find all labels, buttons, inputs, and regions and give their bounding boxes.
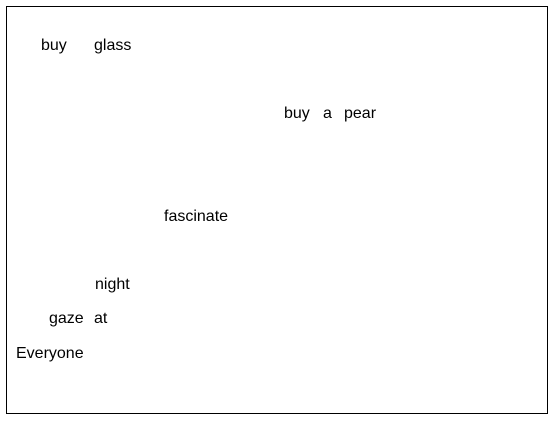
- word-gaze: gaze: [49, 310, 84, 327]
- word-at: at: [94, 310, 108, 327]
- word-everyone: Everyone: [16, 345, 84, 362]
- word-a: a: [323, 105, 332, 122]
- word-buy-top-left: buy: [41, 37, 67, 54]
- word-canvas-frame: [6, 6, 548, 414]
- word-fascinate: fascinate: [164, 208, 229, 225]
- word-buy-top-right: buy: [284, 105, 310, 122]
- word-night: night: [95, 276, 130, 293]
- word-pear: pear: [344, 105, 377, 122]
- word-glass: glass: [94, 37, 132, 54]
